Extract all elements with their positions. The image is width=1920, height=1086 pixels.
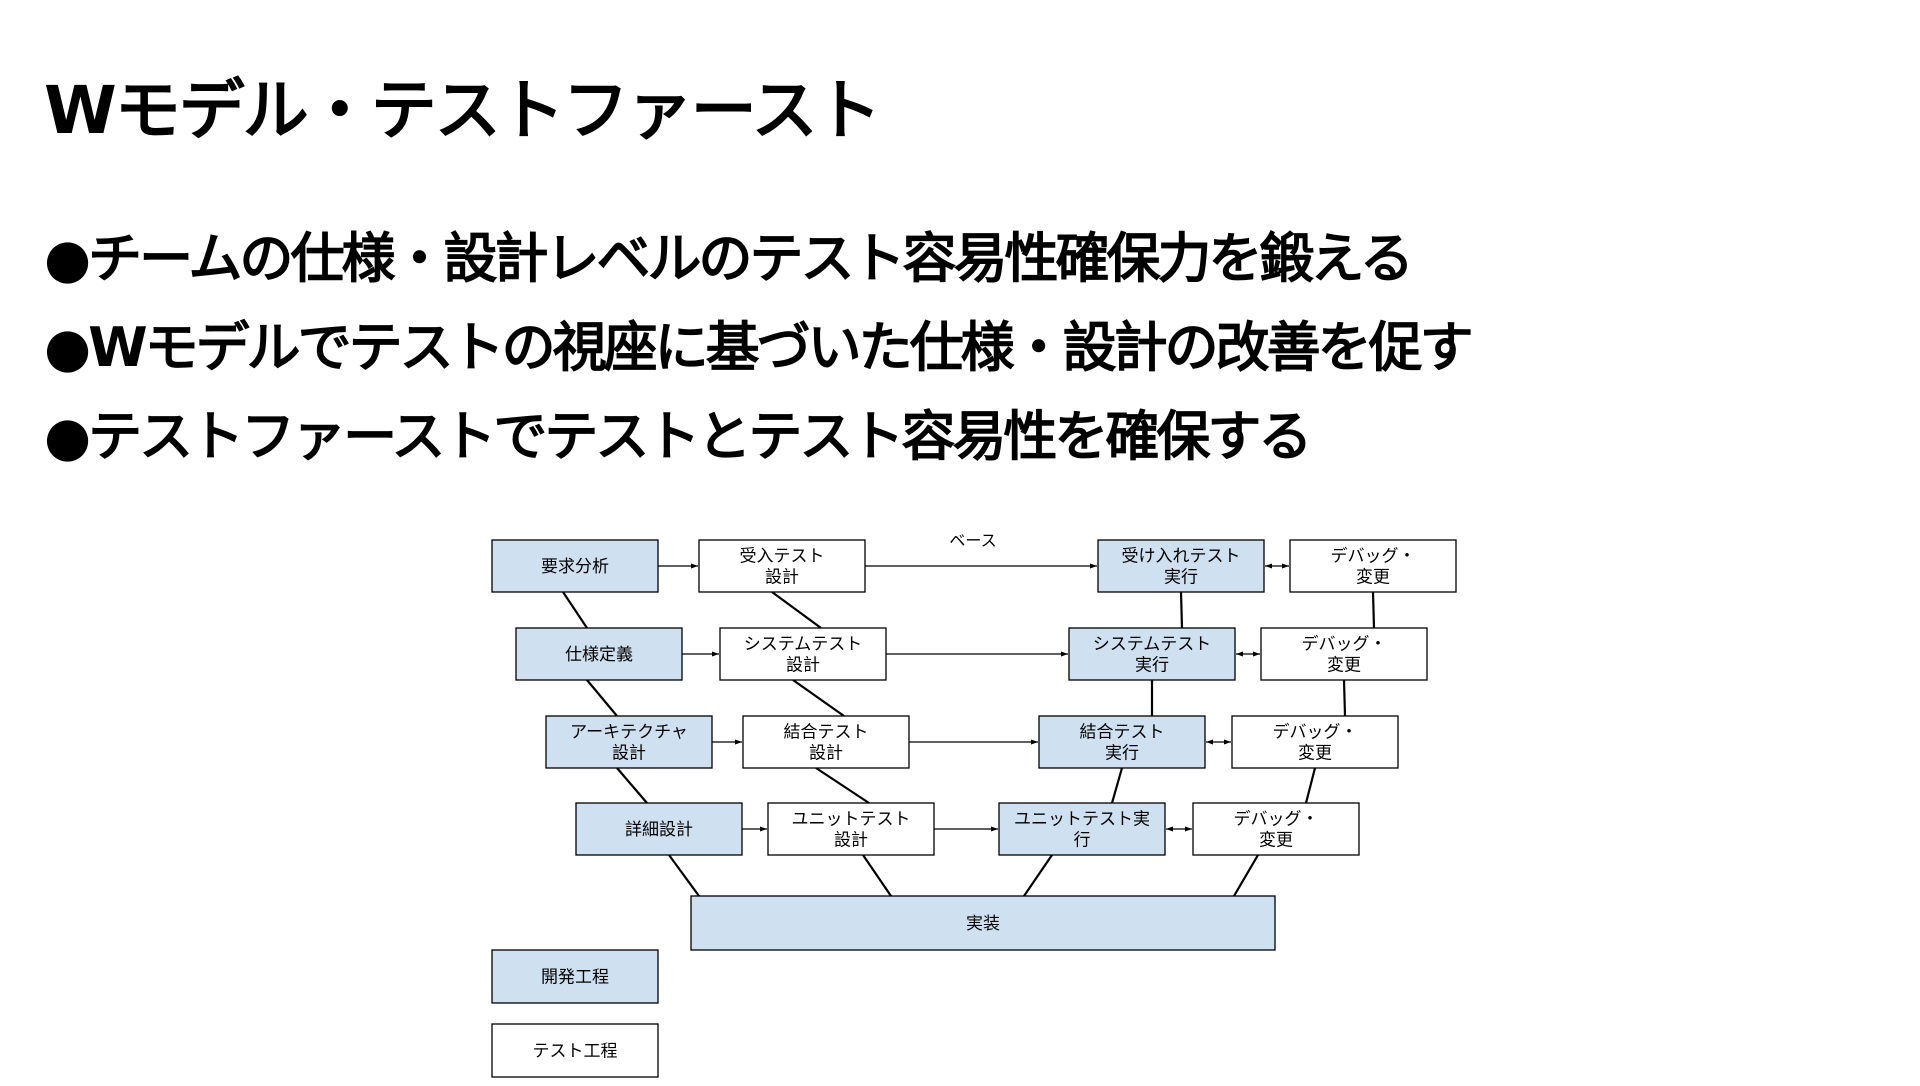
debug-box-label: デバッグ・ xyxy=(1302,634,1387,655)
debug-box-rect xyxy=(1231,715,1399,769)
dev-step-box-label: 要求分析 xyxy=(541,557,609,577)
test-exec-box-label: 結合テスト xyxy=(1080,723,1165,743)
bullet-list: ●チームの仕様・設計レベルのテスト容易性確保力を鍛える ●Wモデルでテストの視座… xyxy=(44,227,1474,499)
w-model-diagram: 要求分析受入テスト設計受け入れテスト実行デバッグ・変更仕様定義システムテスト設計… xyxy=(491,531,1457,1078)
dev-step-box-rect xyxy=(575,802,743,856)
connector-lines xyxy=(562,563,1376,897)
test-design-box-rect xyxy=(719,627,887,681)
debug-box: デバッグ・変更 xyxy=(1231,715,1399,769)
test-design-box-label: システムテスト xyxy=(744,635,863,655)
test-design-box-rect xyxy=(742,715,910,769)
debug-box-rect xyxy=(1192,802,1360,856)
test-design-flow-line xyxy=(771,591,822,629)
legend-test-box-rect xyxy=(491,1023,659,1078)
debug-flow-line xyxy=(1342,679,1347,717)
bullet-item: ●チームの仕様・設計レベルのテスト容易性確保力を鍛える xyxy=(44,227,1414,290)
test-design-flow-line xyxy=(815,767,870,804)
test-exec-box-rect xyxy=(998,802,1166,856)
debug-box-label: 変更 xyxy=(1298,744,1332,764)
dev-step-box: 要求分析 xyxy=(491,539,659,593)
base-label: ベース xyxy=(949,531,996,550)
debug-box-label: 変更 xyxy=(1259,831,1293,851)
debug-box-rect xyxy=(1289,539,1457,593)
diagram-boxes: 要求分析受入テスト設計受け入れテスト実行デバッグ・変更仕様定義システムテスト設計… xyxy=(491,539,1457,1078)
test-design-box-label: 設計 xyxy=(809,744,843,764)
implementation-box-label: 実装 xyxy=(966,914,1000,934)
legend-test-box: テスト工程 xyxy=(491,1023,659,1078)
test-design-flow-line xyxy=(792,679,845,717)
test-exec-flow-line xyxy=(1179,591,1184,629)
dev-step-box-rect xyxy=(515,627,683,681)
debug-flow-line xyxy=(1304,767,1317,804)
test-exec-box-label: 実行 xyxy=(1164,568,1198,588)
legend-dev-box-rect xyxy=(491,949,659,1004)
test-exec-box-label: 受け入れテスト xyxy=(1122,547,1241,567)
dev-step-box: 仕様定義 xyxy=(515,627,683,681)
test-design-box-rect xyxy=(767,802,935,856)
debug-flow-line xyxy=(1371,591,1376,629)
test-exec-box-rect xyxy=(1038,715,1206,769)
test-exec-box-rect xyxy=(1068,627,1236,681)
implementation-box: 実装 xyxy=(690,895,1276,951)
bullet-item: ●Wモデルでテストの視座に基づいた仕様・設計の改善を促す xyxy=(44,316,1474,379)
test-design-box-label: 設計 xyxy=(765,568,799,588)
test-design-box-label: 受入テスト xyxy=(740,547,825,567)
dev-flow-line xyxy=(562,591,588,629)
test-exec-box-label: 実行 xyxy=(1135,656,1169,676)
dev-flow-line xyxy=(616,767,648,804)
slide-title: Wモデル・テストファースト xyxy=(44,72,881,149)
dev-step-box-rect xyxy=(545,715,713,769)
legend-dev-box: 開発工程 xyxy=(491,949,659,1004)
debug-box-label: デバッグ・ xyxy=(1273,722,1358,743)
debug-box-label: 変更 xyxy=(1327,656,1361,676)
dev-step-box-label: 詳細設計 xyxy=(625,820,693,840)
bullet-item: ●テストファーストでテストとテスト容易性を確保する xyxy=(44,405,1312,468)
test-design-box-label: 設計 xyxy=(834,831,868,851)
test-exec-box-rect xyxy=(1097,539,1265,593)
dev-step-box-label: 仕様定義 xyxy=(565,645,633,665)
test-exec-flow-line xyxy=(1110,767,1124,804)
legend-test-box-label: テスト工程 xyxy=(533,1042,618,1062)
dev-step-box-label: 設計 xyxy=(612,744,646,764)
dev-step-box-label: アーキテクチャ xyxy=(570,723,688,743)
debug-box: デバッグ・変更 xyxy=(1289,539,1457,593)
legend-dev-box-label: 開発工程 xyxy=(541,968,609,988)
test-design-flow-line xyxy=(862,854,892,897)
test-design-box-rect xyxy=(698,539,866,593)
debug-box: デバッグ・変更 xyxy=(1192,802,1360,856)
dev-step-box: 詳細設計 xyxy=(575,802,743,856)
test-exec-box-label: 実行 xyxy=(1105,744,1139,764)
debug-box-rect xyxy=(1260,627,1428,681)
test-design-box-label: ユニットテスト xyxy=(792,810,911,830)
debug-flow-line xyxy=(1233,854,1259,897)
test-design-box-label: 結合テスト xyxy=(784,723,869,743)
debug-box-label: 変更 xyxy=(1356,568,1390,588)
test-exec-box-label: 行 xyxy=(1074,831,1091,851)
test-exec-box-label: ユニットテスト実 xyxy=(1014,810,1150,830)
implementation-box-rect xyxy=(690,895,1276,951)
debug-box-label: デバッグ・ xyxy=(1331,546,1416,567)
debug-box-label: デバッグ・ xyxy=(1234,809,1319,830)
test-exec-box-label: システムテスト xyxy=(1093,635,1212,655)
dev-step-box-rect xyxy=(491,539,659,593)
dev-flow-line xyxy=(586,679,618,717)
test-exec-flow-line xyxy=(1023,854,1053,897)
test-design-box-label: 設計 xyxy=(786,656,820,676)
dev-flow-line xyxy=(668,854,700,897)
debug-box: デバッグ・変更 xyxy=(1260,627,1428,681)
